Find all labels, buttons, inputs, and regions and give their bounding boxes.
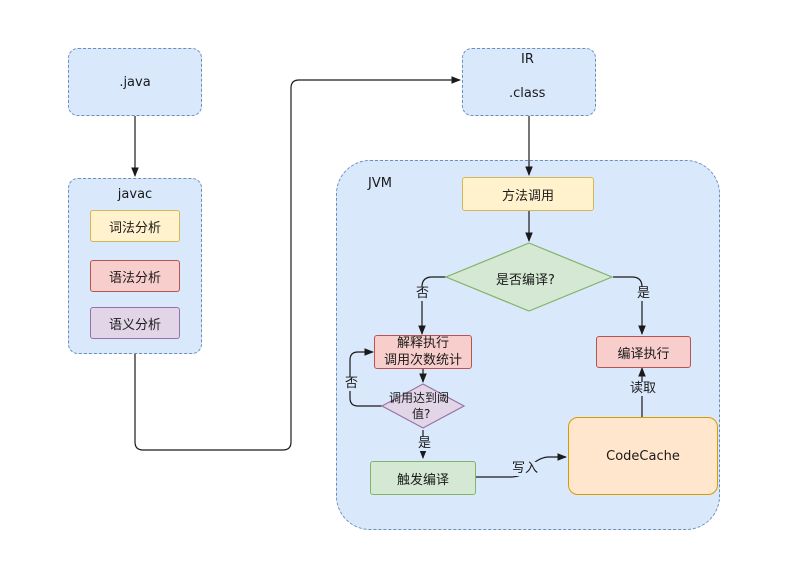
ir-class-node xyxy=(462,48,596,116)
compiled-decision-diamond xyxy=(444,242,614,312)
no-loop-edge-label: 否 xyxy=(344,376,360,391)
semantic-analysis-node: 语义分析 xyxy=(90,307,180,339)
trigger-compile-node: 触发编译 xyxy=(370,461,476,495)
decision-yes-arrow xyxy=(613,276,646,335)
compile-execute-node: 编译执行 xyxy=(596,336,691,368)
lexical-analysis-label: 词法分析 xyxy=(108,220,161,236)
threshold-label-line1: 调用达到阈 xyxy=(389,391,450,405)
read-edge-label: 读取 xyxy=(629,381,658,396)
codecache-label: CodeCache xyxy=(606,448,680,464)
java-source-node: .java xyxy=(68,48,202,116)
decision-no-arrow xyxy=(418,276,446,335)
jvm-label: JVM xyxy=(368,176,392,191)
lexical-analysis-node: 词法分析 xyxy=(90,210,180,242)
invocation-count-label: 调用次数统计 xyxy=(383,353,462,368)
semantic-analysis-label: 语义分析 xyxy=(108,317,161,333)
ir-label: IR xyxy=(521,52,534,67)
javac-label: javac xyxy=(117,187,153,202)
compiled-decision-label: 是否编译? xyxy=(496,273,555,288)
class-label: .class xyxy=(509,86,546,101)
compile-execute-label: 编译执行 xyxy=(617,346,670,362)
interpret-execute-node: 解释执行 调用次数统计 xyxy=(374,335,472,369)
threshold-decision-diamond xyxy=(380,383,466,429)
javac-to-ir-connector xyxy=(134,76,461,451)
yes-edge-label: 是 xyxy=(636,286,652,301)
java-source-label: .java xyxy=(119,74,151,90)
yes-down-edge-label: 是 xyxy=(417,436,433,451)
syntax-analysis-label: 语法分析 xyxy=(108,270,161,286)
threshold-label-line2: 值? xyxy=(412,407,431,421)
no-edge-label: 否 xyxy=(415,286,431,301)
codecache-node: CodeCache xyxy=(568,417,718,495)
method-call-node: 方法调用 xyxy=(462,177,594,211)
write-edge-label: 写入 xyxy=(511,461,540,476)
trigger-compile-label: 触发编译 xyxy=(396,472,449,488)
interpret-execute-label: 解释执行 xyxy=(396,336,449,351)
method-call-label: 方法调用 xyxy=(501,188,554,204)
syntax-analysis-node: 语法分析 xyxy=(90,260,180,292)
